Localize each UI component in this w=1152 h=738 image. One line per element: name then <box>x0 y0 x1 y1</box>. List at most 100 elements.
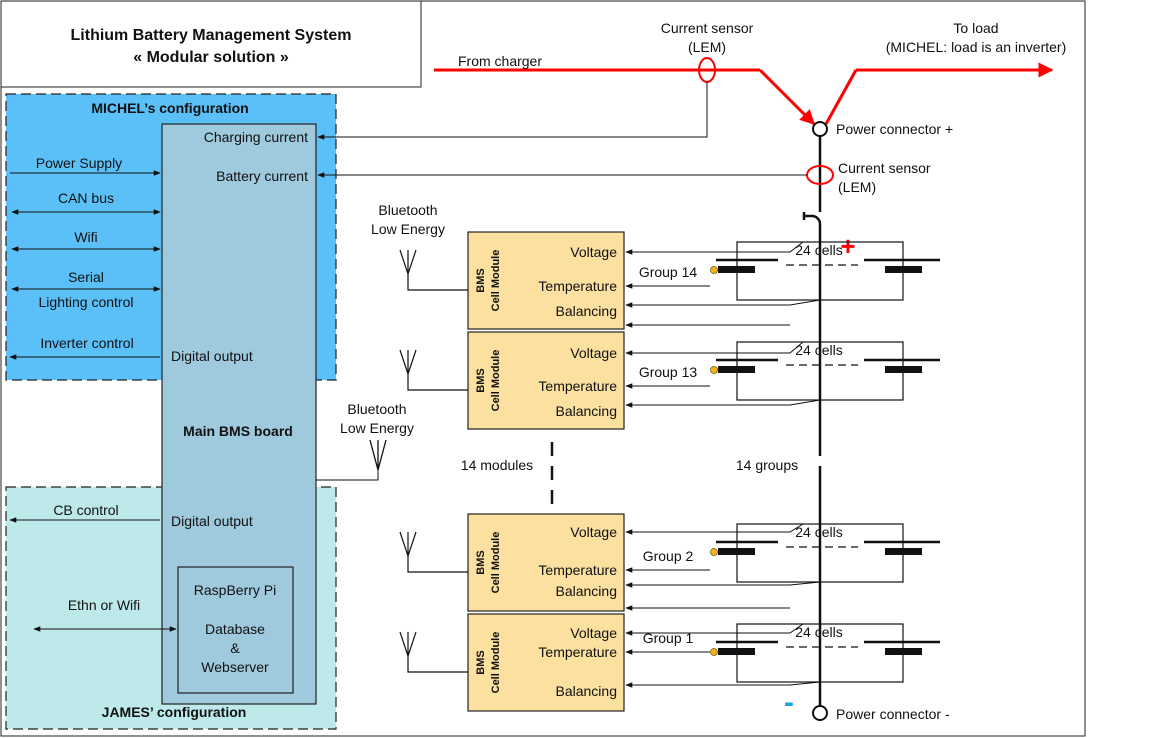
antenna-icon <box>399 531 468 573</box>
voltage-sense-line <box>625 241 804 255</box>
database-label: Database <box>205 621 265 637</box>
mid-sensor-line-2: (LEM) <box>838 179 876 195</box>
balancing-line <box>625 581 821 588</box>
top-current-sensor: Current sensor (LEM) <box>317 20 754 140</box>
power-supply-label: Power Supply <box>36 155 122 171</box>
balancing-label: Balancing <box>556 583 618 599</box>
main-ble-line-1: Bluetooth <box>347 401 406 417</box>
cells-label: 24 cells <box>795 242 842 258</box>
power-connector-minus-label: Power connector - <box>836 706 950 722</box>
outer-frame <box>0 0 1086 737</box>
group-name-label: Group 1 <box>643 630 694 646</box>
power-connector-plus <box>812 121 828 137</box>
voltage-sense-line <box>625 341 804 356</box>
voltage-sense-line <box>625 623 804 636</box>
cell-module-box <box>467 613 625 712</box>
cell-module-box <box>467 331 625 430</box>
antenna-icon <box>399 249 468 291</box>
charger-to-connector-line <box>758 68 816 126</box>
voltage-label: Voltage <box>570 625 617 641</box>
temperature-label: Temperature <box>538 562 617 578</box>
to-load-line-1: To load <box>953 20 998 36</box>
connector-to-load-line <box>824 69 858 125</box>
cells-label: 24 cells <box>795 624 842 640</box>
balancing-line <box>625 681 821 688</box>
balancing-line <box>625 299 821 308</box>
plus-sign: + <box>840 231 855 261</box>
can-bus-label: CAN bus <box>58 190 114 206</box>
mid-sensor-line-1: Current sensor <box>838 160 931 176</box>
james-config-title: JAMES’ configuration <box>102 704 247 720</box>
temperature-label: Temperature <box>538 278 617 294</box>
balancing-label: Balancing <box>556 303 618 319</box>
title-box: Lithium Battery Management System « Modu… <box>0 0 422 88</box>
michel-config-title: MICHEL’s configuration <box>91 100 248 116</box>
bms-label: BMS <box>475 268 487 292</box>
digital-output-2-label: Digital output <box>171 513 253 529</box>
minus-sign: - <box>784 686 794 719</box>
cell-module-label: Cell Module <box>490 250 502 312</box>
to-load-line-2: (MICHEL: load is an inverter) <box>886 39 1067 55</box>
cell-module-box <box>467 231 625 330</box>
bms-label: BMS <box>475 550 487 574</box>
bms-label: BMS <box>475 368 487 392</box>
bms-label: BMS <box>475 650 487 674</box>
voltage-label: Voltage <box>570 524 617 540</box>
voltage-sense-line <box>625 523 804 535</box>
modules-ble-line-1: Bluetooth <box>378 202 437 218</box>
cell-module-label: Cell Module <box>490 350 502 412</box>
voltage-label: Voltage <box>570 345 617 361</box>
inverter-control-label: Inverter control <box>40 335 133 351</box>
battery-group: 24 cells <box>710 341 940 401</box>
james-io-lines: CB control Ethn or Wifi <box>9 502 177 632</box>
cell-module-box <box>467 513 625 612</box>
title-line-1: Lithium Battery Management System <box>71 27 352 44</box>
raspberry-pi-box: RaspBerry Pi Database & Webserver <box>177 566 294 694</box>
cells-label: 24 cells <box>795 524 842 540</box>
main-bms-board: Charging current Battery current Digital… <box>161 123 317 705</box>
modules-ble-line-2: Low Energy <box>371 221 445 237</box>
modules-count-label: 14 modules <box>461 457 533 473</box>
ellipsis-markers: 14 modules 14 groups <box>461 442 798 505</box>
charging-current-label: Charging current <box>204 129 308 145</box>
group-name-label: Group 2 <box>643 548 694 564</box>
antenna-icon <box>399 349 468 391</box>
main-board-title: Main BMS board <box>183 423 293 439</box>
main-ble-line-2: Low Energy <box>340 420 414 436</box>
michel-io-lines: Power Supply CAN bus Wifi Serial Lightin… <box>9 155 161 360</box>
temperature-sensor-dot <box>710 548 718 556</box>
temperature-sensor-dot <box>710 648 718 656</box>
lighting-control-label: Lighting control <box>39 294 134 310</box>
digital-output-1-label: Digital output <box>171 348 253 364</box>
power-connector-plus-label: Power connector + <box>836 121 953 137</box>
group-name-label: Group 14 <box>639 264 698 280</box>
temperature-sensor-dot <box>710 266 718 274</box>
ethn-wifi-label: Ethn or Wifi <box>68 597 140 613</box>
top-sensor-line-2: (LEM) <box>688 39 726 55</box>
battery-current-label: Battery current <box>216 168 308 184</box>
battery-group: 24 cells <box>710 241 940 301</box>
antenna-icon <box>369 439 387 473</box>
cb-control-label: CB control <box>53 502 118 518</box>
temperature-label: Temperature <box>538 644 617 660</box>
webserver-label: Webserver <box>201 659 269 675</box>
fuse-icon <box>802 212 822 250</box>
mid-current-sensor: Current sensor (LEM) <box>317 160 931 195</box>
power-connector-minus <box>812 705 828 721</box>
groups-count-label: 14 groups <box>736 457 798 473</box>
group-name-label: Group 13 <box>639 364 698 380</box>
voltage-label: Voltage <box>570 244 617 260</box>
from-charger-label: From charger <box>458 53 542 69</box>
top-sensor-line-1: Current sensor <box>661 20 754 36</box>
balancing-line <box>625 399 821 408</box>
title-line-2: « Modular solution » <box>133 49 289 66</box>
antenna-icon <box>399 631 468 673</box>
balancing-label: Balancing <box>556 403 618 419</box>
raspberry-pi-label: RaspBerry Pi <box>194 582 276 598</box>
